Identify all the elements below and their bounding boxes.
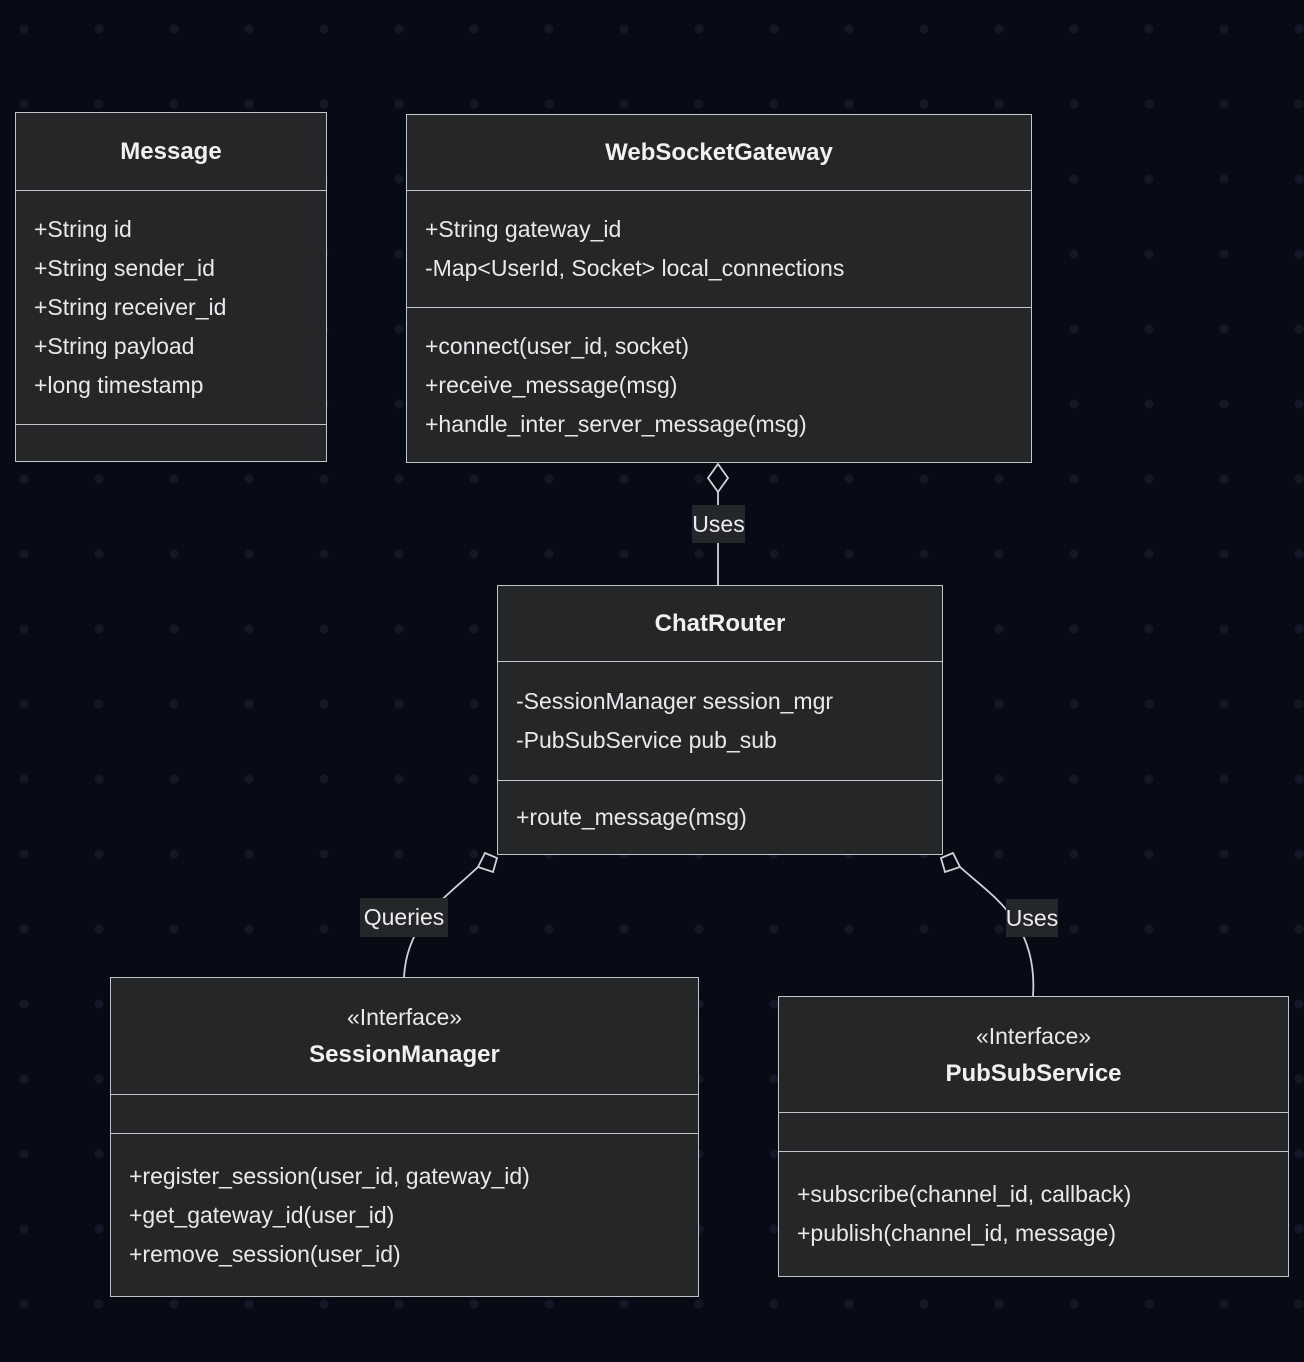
interface-annotation: «Interface»	[346, 1004, 463, 1030]
methods-compartment: +subscribe(channel_id, callback) +publis…	[779, 1151, 1288, 1276]
class-method: +receive_message(msg)	[425, 371, 678, 398]
methods-compartment: +connect(user_id, socket) +receive_messa…	[407, 307, 1031, 462]
class-method: +route_message(msg)	[516, 804, 747, 830]
class-node-pubsubservice: «Interface» PubSubService +subscribe(cha…	[778, 996, 1289, 1277]
class-title: «Interface» PubSubService	[779, 997, 1288, 1113]
aggregation-diamond-chatrouter-left	[476, 851, 499, 874]
class-method: +register_session(user_id, gateway_id)	[129, 1162, 530, 1189]
class-title: Message	[16, 113, 326, 191]
class-node-websocketgateway: WebSocketGateway +String gateway_id -Map…	[406, 114, 1032, 463]
class-attribute: +String payload	[34, 333, 195, 359]
class-attribute: -Map<UserId, Socket> local_connections	[425, 255, 845, 281]
class-method: +handle_inter_server_message(msg)	[425, 410, 807, 437]
class-attribute: +String gateway_id	[425, 216, 622, 242]
class-method: +remove_session(user_id)	[129, 1240, 401, 1267]
attributes-compartment-empty	[779, 1113, 1288, 1151]
aggregation-diamond-websocketgateway	[706, 462, 730, 494]
class-attribute: +String sender_id	[34, 255, 215, 281]
class-node-chatrouter: ChatRouter -SessionManager session_mgr -…	[497, 585, 943, 855]
attributes-compartment-empty	[111, 1095, 698, 1133]
methods-compartment-empty	[16, 424, 326, 461]
class-title: ChatRouter	[498, 586, 942, 662]
class-attribute: +String receiver_id	[34, 294, 227, 320]
class-method: +subscribe(channel_id, callback)	[797, 1181, 1132, 1207]
edge-label-uses: Uses	[1006, 899, 1058, 937]
interface-annotation: «Interface»	[975, 1022, 1092, 1049]
class-method: +publish(channel_id, message)	[797, 1220, 1117, 1246]
attributes-compartment: +String gateway_id -Map<UserId, Socket> …	[407, 191, 1031, 307]
class-attribute: -PubSubService pub_sub	[516, 727, 777, 753]
class-attribute: -SessionManager session_mgr	[516, 688, 834, 714]
class-title: «Interface» SessionManager	[111, 978, 698, 1095]
methods-compartment: +register_session(user_id, gateway_id) +…	[111, 1133, 698, 1296]
class-title: WebSocketGateway	[407, 115, 1031, 191]
class-node-message: Message +String id +String sender_id +St…	[15, 112, 327, 462]
attributes-compartment: +String id +String sender_id +String rec…	[16, 191, 326, 424]
attributes-compartment: -SessionManager session_mgr -PubSubServi…	[498, 662, 942, 780]
class-attribute: +String id	[34, 216, 132, 242]
edge-label-queries: Queries	[360, 898, 448, 937]
class-title-text: SessionManager	[309, 1041, 500, 1068]
class-method: +connect(user_id, socket)	[425, 332, 689, 359]
class-title-text: PubSubService	[945, 1059, 1122, 1087]
class-node-sessionmanager: «Interface» SessionManager +register_ses…	[110, 977, 699, 1297]
class-attribute: +long timestamp	[34, 372, 204, 398]
class-method: +get_gateway_id(user_id)	[129, 1201, 395, 1228]
aggregation-diamond-chatrouter-right	[939, 851, 962, 874]
methods-compartment: +route_message(msg)	[498, 780, 942, 854]
edge-label-uses: Uses	[692, 505, 745, 543]
